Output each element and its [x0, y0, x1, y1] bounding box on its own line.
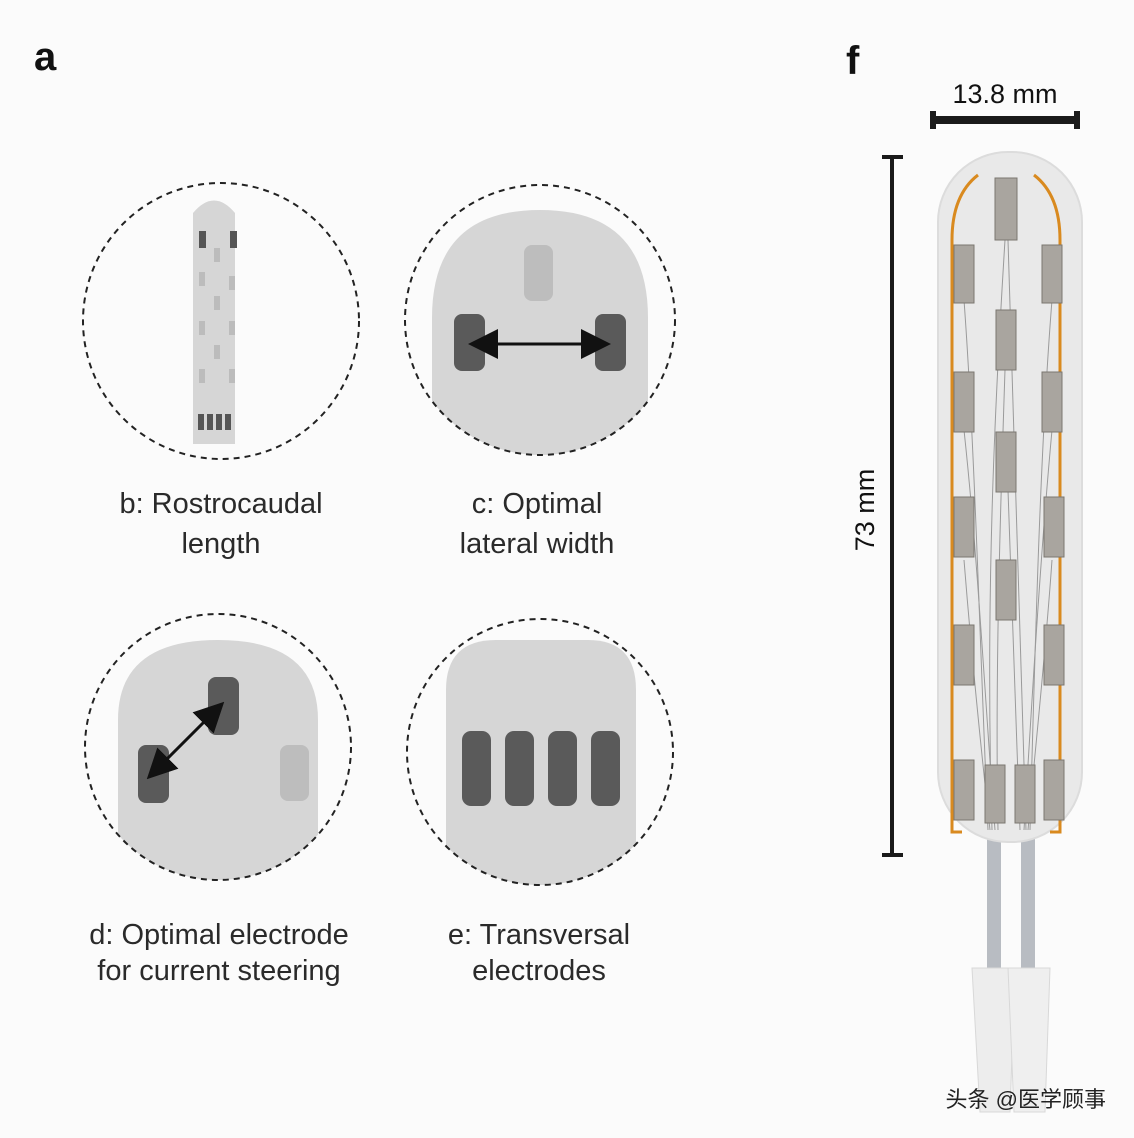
panel-f-letter: f: [846, 39, 860, 83]
transversal-electrode-3: [548, 731, 577, 806]
subpanel-c-lateral-width: c: Optimal lateral width: [404, 184, 676, 560]
cable-left: [987, 830, 1001, 970]
transversal-electrode-1: [462, 731, 491, 806]
orange-trace-right: [1033, 173, 1062, 834]
width-scale-bar: 13.8 mm: [930, 79, 1080, 129]
watermark-text: 头条 @医学顾事: [946, 1087, 1106, 1112]
caption-e-line2: electrodes: [472, 955, 606, 987]
dashed-circle-b: [82, 182, 360, 460]
length-label: 73 mm: [850, 469, 880, 552]
dashed-circle-d: [84, 613, 352, 881]
electrode-contacts: [953, 177, 1065, 824]
steering-arrow-d: [146, 701, 225, 780]
dashed-circle-c: [404, 184, 676, 456]
caption-d-line1: d: Optimal electrode: [89, 919, 349, 951]
connector-right: [1007, 967, 1051, 1113]
electrode-array-b: [198, 231, 237, 430]
length-scale-bar: 73 mm: [850, 155, 903, 857]
caption-c-line2: lateral width: [460, 528, 615, 560]
paddle-lead-b: [193, 200, 235, 444]
electrode-top-d: [208, 677, 239, 735]
orange-trace-left: [950, 173, 979, 834]
caption-b-line2: length: [181, 528, 260, 560]
caption-c-line1: c: Optimal: [472, 488, 603, 520]
cable-right: [1021, 830, 1035, 970]
caption-d-line2: for current steering: [97, 955, 340, 987]
subpanel-d-current-steering: d: Optimal electrode for current steerin…: [84, 613, 352, 987]
transversal-electrode-2: [505, 731, 534, 806]
caption-e-line1: e: Transversal: [448, 919, 630, 951]
panel-a-letter: a: [34, 35, 57, 79]
dashed-circle-e: [406, 618, 674, 886]
paddle-lead-e: [446, 640, 636, 885]
width-label: 13.8 mm: [952, 79, 1057, 109]
transversal-electrode-4: [591, 731, 620, 806]
caption-b-line1: b: Rostrocaudal: [119, 488, 322, 520]
width-bar: [930, 116, 1080, 124]
subpanel-e-transversal: e: Transversal electrodes: [406, 618, 674, 987]
electrode-light-d: [280, 745, 309, 801]
electrode-light-c: [524, 245, 553, 301]
subpanel-b-rostrocaudal: b: Rostrocaudal length: [82, 182, 360, 560]
paddle-lead-photo: [937, 151, 1083, 1113]
connector-left: [971, 967, 1016, 1113]
